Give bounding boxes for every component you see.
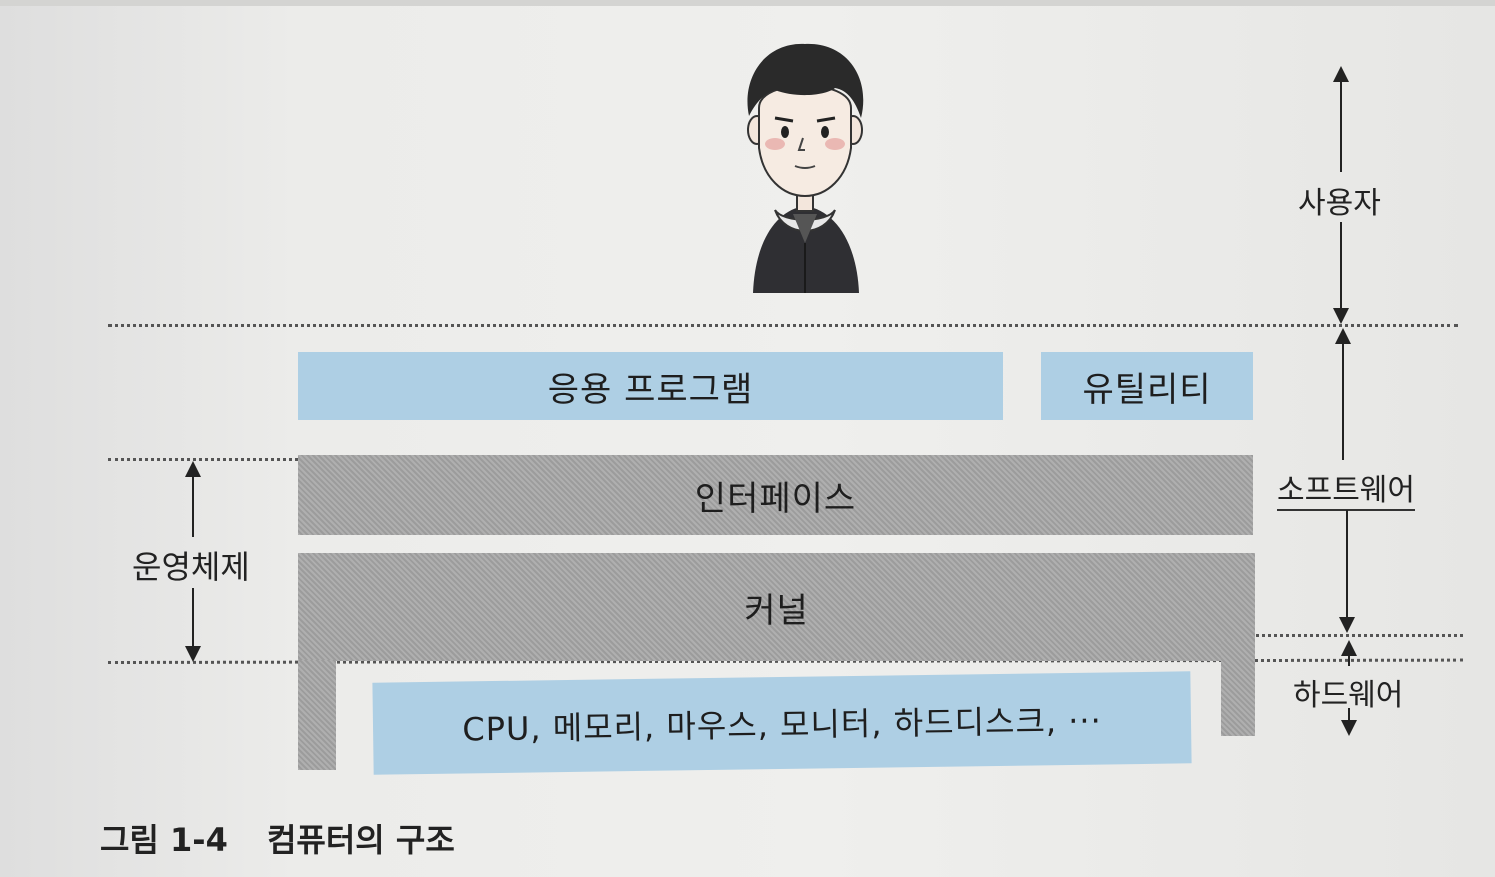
hardware-block: CPU, 메모리, 마우스, 모니터, 하드디스크, ··· xyxy=(372,671,1192,775)
os-arrow-line-top xyxy=(192,475,194,537)
user-software-divider xyxy=(108,324,1458,327)
os-top-divider xyxy=(108,458,298,461)
hardware-items-label: CPU, 메모리, 마우스, 모니터, 하드디스크, ··· xyxy=(462,701,1102,749)
kernel-block: 커널 xyxy=(298,553,1255,661)
application-block: 응용 프로그램 xyxy=(298,352,1003,420)
software-label: 소프트웨어 xyxy=(1277,465,1415,511)
kernel-right-leg xyxy=(1221,640,1255,736)
user-arrow-line-bottom xyxy=(1340,222,1342,310)
interface-label: 인터페이스 xyxy=(694,478,857,519)
user-label: 사용자 xyxy=(1298,186,1381,221)
software-arrow-line-bottom xyxy=(1346,510,1348,618)
hardware-arrow-line-top xyxy=(1348,654,1350,666)
software-arrow-down xyxy=(1339,617,1355,633)
user-arrow-down xyxy=(1333,308,1349,324)
kernel-left-leg xyxy=(298,660,336,770)
user-arrow-line-top xyxy=(1340,80,1342,172)
figure-number: 그림 1-4 xyxy=(100,821,228,859)
utility-block: 유틸리티 xyxy=(1041,352,1253,420)
hardware-arrow-down xyxy=(1341,720,1357,736)
software-arrow-up xyxy=(1335,328,1351,344)
kernel-label: 커널 xyxy=(744,590,809,631)
hardware-arrow-line-bottom xyxy=(1348,708,1350,722)
user-arrow-up xyxy=(1333,66,1349,82)
hardware-arrow-up xyxy=(1341,640,1357,656)
shirt xyxy=(793,214,817,243)
utility-label: 유틸리티 xyxy=(1082,369,1212,410)
software-arrow-line-top xyxy=(1342,342,1344,460)
os-arrow-down xyxy=(185,646,201,662)
application-label: 응용 프로그램 xyxy=(547,369,754,410)
figure-caption: 그림 1-4 컴퓨터의 구조 xyxy=(100,815,455,861)
figure-title: 컴퓨터의 구조 xyxy=(266,821,455,859)
os-arrow-line-bottom xyxy=(192,588,194,646)
hair xyxy=(747,43,864,118)
user-person-illustration xyxy=(747,43,864,293)
os-arrow-up xyxy=(185,461,201,477)
hardware-label: 하드웨어 xyxy=(1293,678,1404,713)
top-strip xyxy=(0,0,1495,6)
software-hardware-divider xyxy=(1250,634,1463,637)
os-label: 운영체제 xyxy=(132,548,250,586)
interface-block: 인터페이스 xyxy=(298,455,1253,535)
